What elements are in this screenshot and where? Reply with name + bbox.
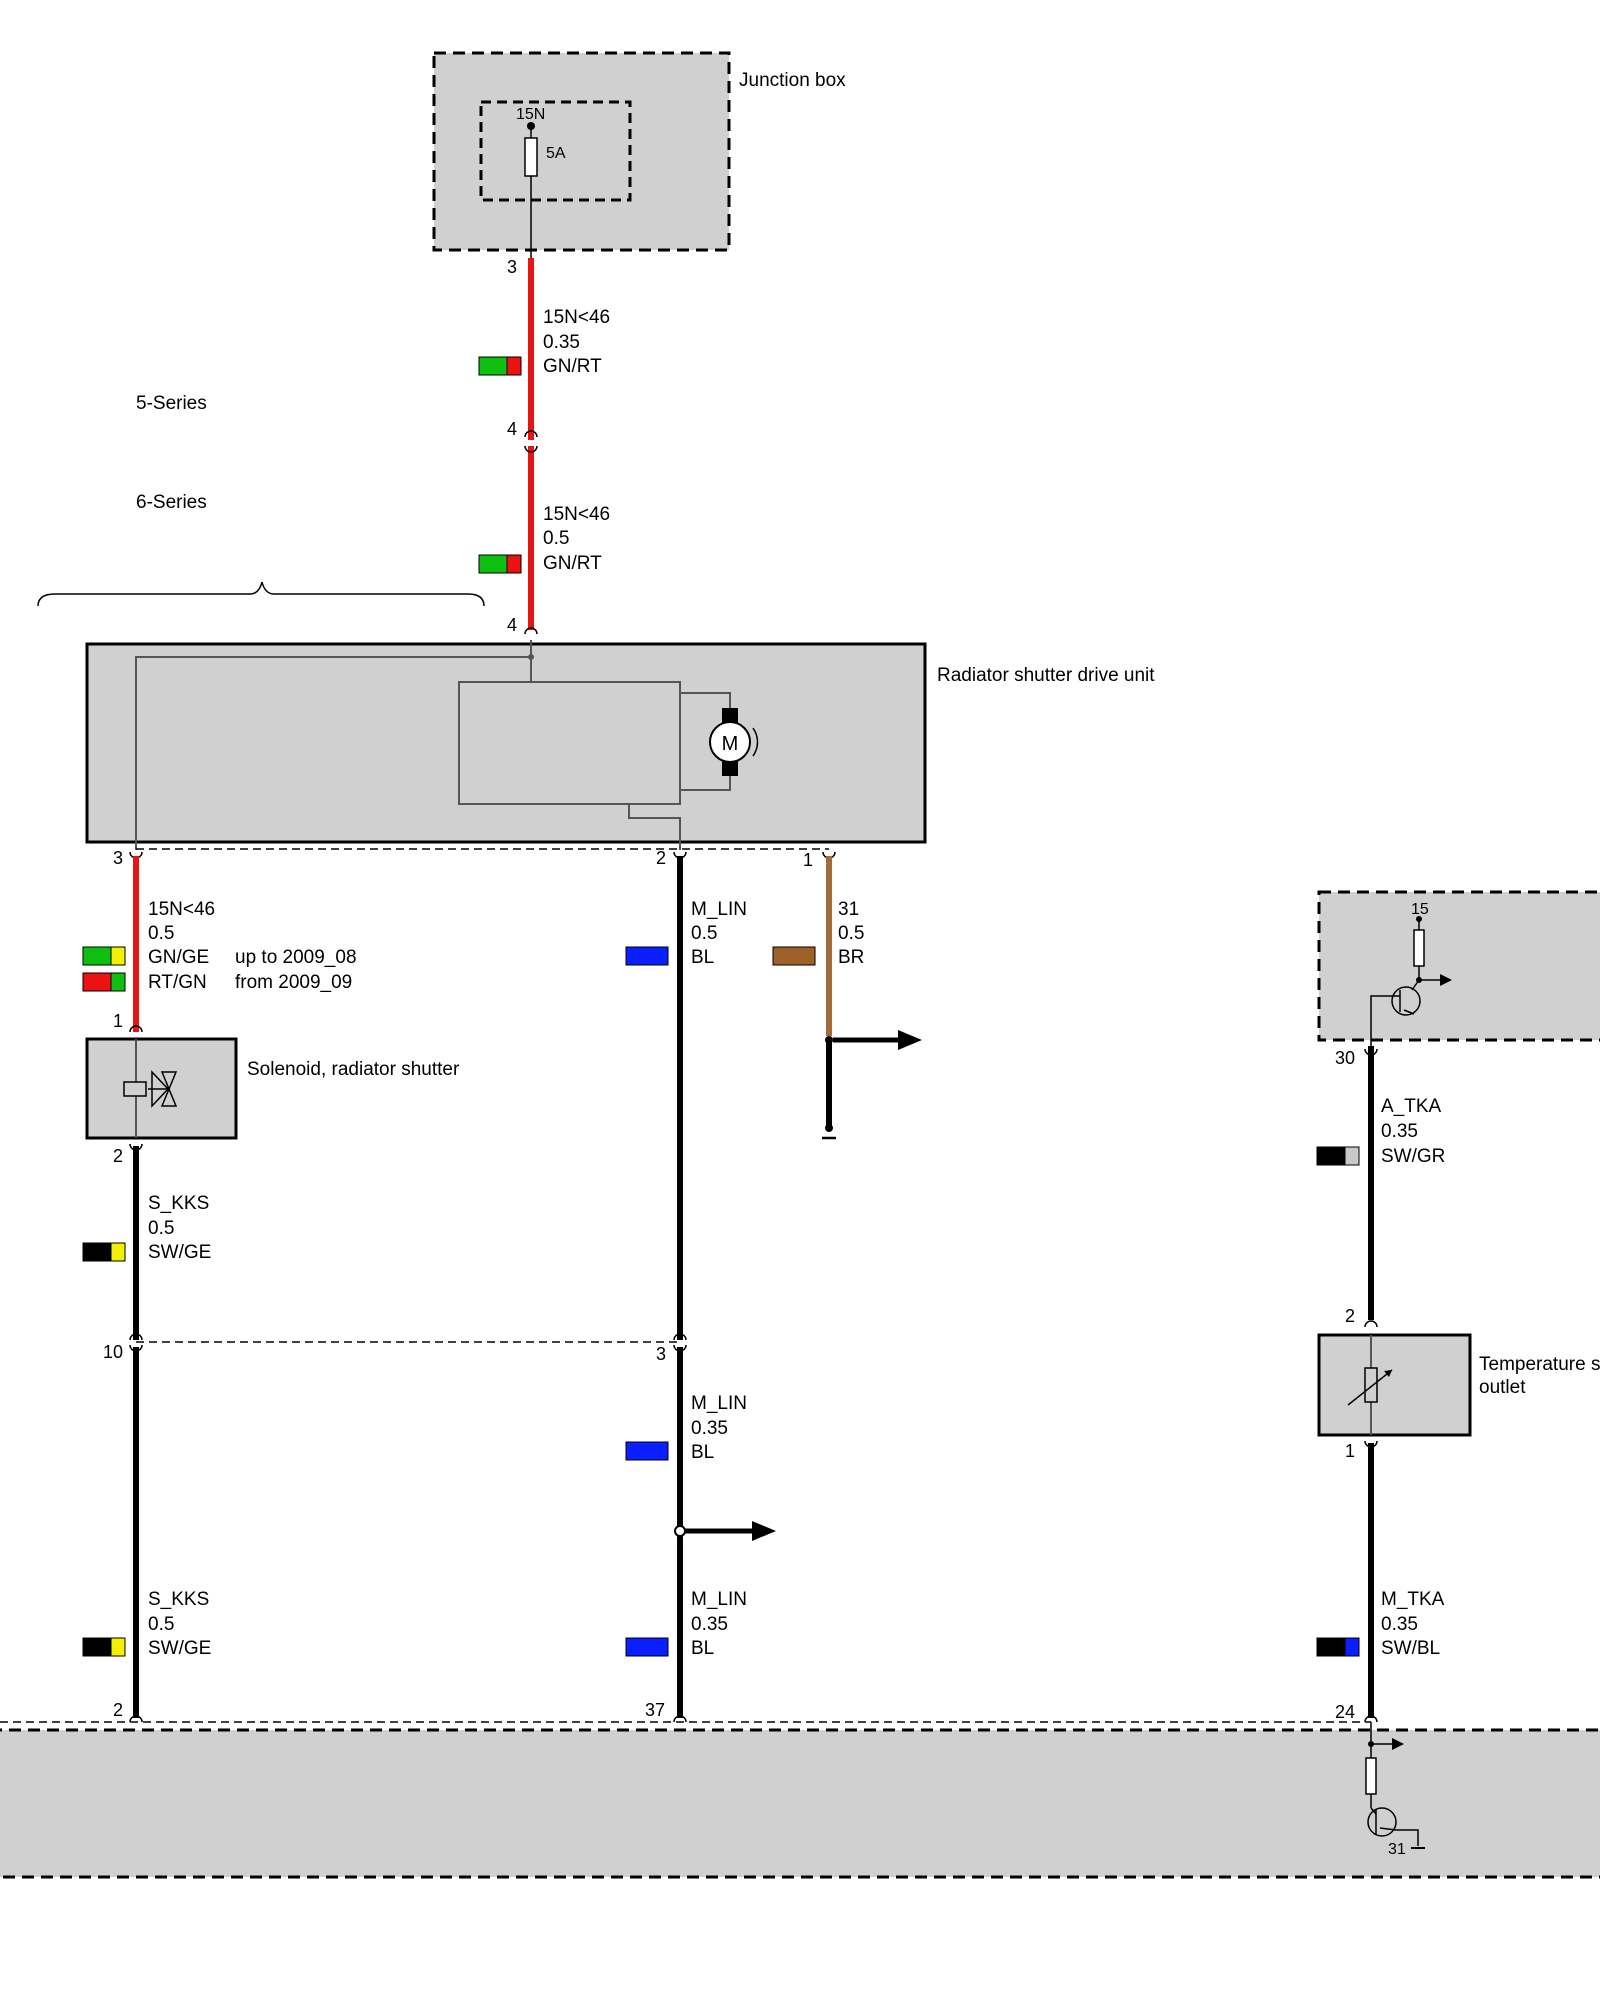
bottom-unit-ground-pin: 31 xyxy=(1388,1841,1406,1858)
wire-signal: 31 xyxy=(838,899,859,920)
sensor-control-module xyxy=(1317,890,1600,1046)
wire-color-code: GN/RT xyxy=(543,356,602,377)
wire-size: 0.5 xyxy=(691,923,717,944)
wire-signal: M_LIN xyxy=(691,1589,747,1610)
wire-signal: 15N<46 xyxy=(148,899,215,920)
resistor-icon xyxy=(1365,1757,1377,1795)
pin-jb-out: 3 xyxy=(507,257,517,277)
wire-label-10: A_TKA 0.35 SW/GR xyxy=(1316,1096,1445,1167)
wire-label-9: M_LIN 0.35 BL xyxy=(625,1589,747,1659)
wire-label-4: M_LIN 0.5 BL xyxy=(625,899,747,968)
wire-label-5: 31 0.5 BR xyxy=(772,899,864,968)
pin-solenoid-out: 2 xyxy=(113,1146,123,1166)
wire-signal: S_KKS xyxy=(148,1589,209,1610)
wire-color-code: GN/RT xyxy=(543,553,602,574)
wire-color-code: BL xyxy=(691,1442,714,1463)
wire-color-code: BL xyxy=(691,1638,714,1659)
fuse-rating-label: 5A xyxy=(546,145,566,162)
wire-color-code: SW/BL xyxy=(1381,1638,1440,1659)
pin-connector-b: 4 xyxy=(507,615,517,635)
temp-sensor-label: Temperature s xyxy=(1479,1354,1600,1375)
wire-label-3: 15N<46 0.5 GN/GE RT/GN up to 2009_08 fro… xyxy=(82,899,357,993)
pin-split-left: 10 xyxy=(103,1342,123,1362)
branch-arrow-m-lin xyxy=(674,1521,776,1541)
wire-signal: 15N<46 xyxy=(543,504,610,525)
wire-size: 0.5 xyxy=(148,1614,174,1635)
junction-box xyxy=(432,51,731,258)
radiator-shutter-drive-unit: M xyxy=(85,640,927,850)
wire-alt-note: from 2009_09 xyxy=(235,972,352,993)
wire-size: 0.5 xyxy=(543,528,569,549)
wire-color-code: SW/GE xyxy=(148,1242,211,1263)
wire-label-2: 15N<46 0.5 GN/RT xyxy=(478,504,610,574)
svg-text:M: M xyxy=(722,733,739,755)
ground-branch-arrow xyxy=(822,1030,922,1140)
wire-size: 0.35 xyxy=(1381,1121,1418,1142)
fuse-terminal-label: 15N xyxy=(516,106,545,123)
wire-signal: S_KKS xyxy=(148,1193,209,1214)
pin-temp-sensor-in: 2 xyxy=(1345,1306,1355,1326)
wire-color-code: SW/GR xyxy=(1381,1146,1445,1167)
fuse-icon xyxy=(524,137,538,177)
pin-bottom-right: 24 xyxy=(1335,1702,1355,1722)
wire-size: 0.35 xyxy=(691,1614,728,1635)
coil-icon xyxy=(123,1081,147,1097)
wire-color-code: BL xyxy=(691,947,714,968)
solenoid-radiator-shutter xyxy=(85,1037,238,1140)
thermistor-icon xyxy=(1364,1367,1378,1403)
wire-size: 0.5 xyxy=(148,1218,174,1239)
resistor-icon xyxy=(1413,929,1425,967)
drive-unit-label: Radiator shutter drive unit xyxy=(937,665,1155,686)
wire-label-6: S_KKS 0.5 SW/GE xyxy=(82,1193,211,1263)
valve-icon xyxy=(148,1070,170,1108)
solenoid-label: Solenoid, radiator shutter xyxy=(247,1059,460,1080)
wire-size: 0.35 xyxy=(1381,1614,1418,1635)
pin-drive-unit-right: 1 xyxy=(803,850,813,870)
wire-label-7: M_LIN 0.35 BL xyxy=(625,1393,747,1463)
sensor-module-terminal: 15 xyxy=(1411,901,1429,918)
pin-temp-sensor-out: 1 xyxy=(1345,1441,1355,1461)
wire-color-code: SW/GE xyxy=(148,1638,211,1659)
temp-sensor-label-2: outlet xyxy=(1479,1377,1526,1398)
wire-signal: M_LIN xyxy=(691,1393,747,1414)
wire-signal: A_TKA xyxy=(1381,1096,1442,1117)
pin-connector-a: 4 xyxy=(507,419,517,439)
junction-box-label: Junction box xyxy=(739,70,846,91)
wire-color-code: BR xyxy=(838,947,864,968)
temperature-sensor xyxy=(1317,1333,1472,1437)
wire-size: 0.35 xyxy=(691,1418,728,1439)
wire-signal: M_LIN xyxy=(691,899,747,920)
wire-size: 0.5 xyxy=(148,923,174,944)
wire-size: 0.5 xyxy=(838,923,864,944)
pin-drive-unit-middle: 2 xyxy=(656,848,666,868)
wire-label-8: S_KKS 0.5 SW/GE xyxy=(82,1589,211,1659)
pin-split-middle: 3 xyxy=(656,1344,666,1364)
wire-color-code: GN/GE xyxy=(148,947,209,968)
pin-bottom-left: 2 xyxy=(113,1700,123,1720)
wire-label-11: M_TKA 0.35 SW/BL xyxy=(1316,1589,1445,1659)
pin-sensor-out: 30 xyxy=(1335,1048,1355,1068)
pin-drive-unit-left: 3 xyxy=(113,848,123,868)
pin-solenoid-in: 1 xyxy=(113,1011,123,1031)
wire-size: 0.35 xyxy=(543,332,580,353)
wire-note: up to 2009_08 xyxy=(235,947,357,968)
wire-signal: M_TKA xyxy=(1381,1589,1445,1610)
bottom-control-unit xyxy=(0,1722,1600,1879)
transistor-icon xyxy=(1367,1807,1397,1837)
wire-signal: 15N<46 xyxy=(543,307,610,328)
pin-bottom-middle: 37 xyxy=(645,1700,665,1720)
wire-label-1: 15N<46 0.35 GN/RT xyxy=(478,307,610,377)
series-5-label: 5-Series xyxy=(136,393,207,414)
transistor-icon xyxy=(1391,986,1421,1016)
series-brace xyxy=(37,581,485,607)
series-6-label: 6-Series xyxy=(136,492,207,513)
wire-alt-color-code: RT/GN xyxy=(148,972,207,993)
motor-icon: M xyxy=(709,708,759,776)
